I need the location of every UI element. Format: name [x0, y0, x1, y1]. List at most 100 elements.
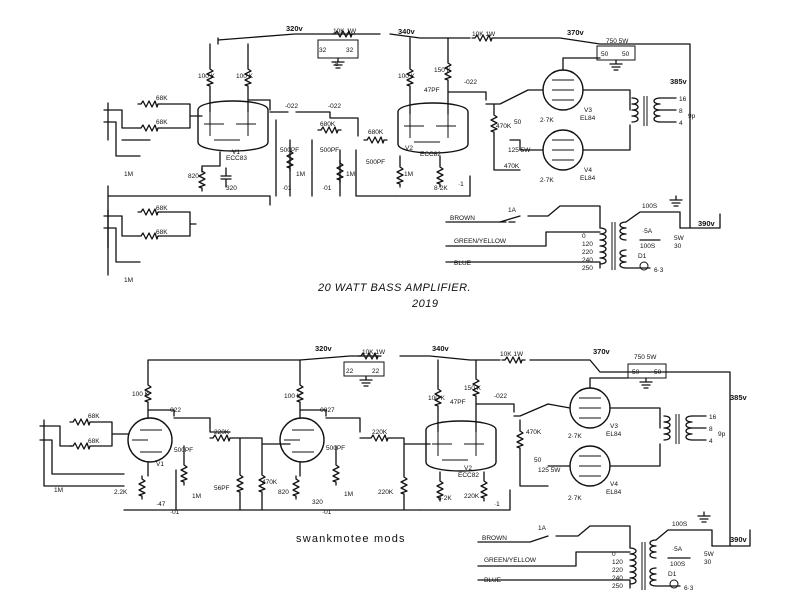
mods-caption: swankmotee mods	[296, 533, 406, 545]
r-100k-c-label: 100 K	[398, 73, 416, 80]
c-022-a-label: -022	[285, 103, 298, 110]
r-30-label: 30	[674, 243, 682, 250]
v1-label: V1	[232, 149, 240, 156]
c-320-label-2: 320	[312, 499, 323, 506]
r-680k-b-label: 680K	[368, 129, 384, 136]
r-470k-b-label: 470K	[504, 163, 520, 170]
r-8-2k-label-2: 8·2K	[438, 495, 452, 502]
v3-label-2: V3	[610, 423, 618, 430]
tap-220-label: 220	[582, 249, 593, 256]
tube-v3: V3 EL84	[542, 69, 596, 122]
d1-label-2: D1	[668, 571, 677, 578]
r-820-label-2: 820	[278, 489, 289, 496]
cap-32b-label: 32	[346, 47, 354, 54]
input-jacks-bottom: 68K 68K 1M	[103, 195, 197, 284]
c-50-label: 50	[514, 119, 522, 126]
c-01-a-label: ·01	[282, 185, 292, 192]
r-68k-c-label: 68K	[156, 205, 168, 212]
v2-label-2: V2	[464, 465, 472, 472]
r-150k-label: 150 K	[434, 67, 452, 74]
heater-63-label-2: 6·3	[684, 585, 694, 592]
r-470k-a-label: 470K	[496, 123, 512, 130]
fuse-1a-label: 1A	[508, 207, 517, 214]
tube-v3-2: V3 EL84	[569, 387, 622, 438]
res-10k1w-b-label: 10K 1W	[472, 31, 496, 38]
r-680k-a-label: 680K	[320, 121, 336, 128]
ot-16-label-2: 16	[709, 414, 717, 421]
r-68k-a-label-2: 68K	[88, 413, 100, 420]
rail-340v-label: 340v	[398, 27, 416, 36]
brown-label-2: BROWN	[482, 535, 507, 542]
resistor-820	[198, 167, 206, 192]
input-jacks-top: 68K 68K 1M	[103, 95, 271, 206]
c-47pf-label: 47PF	[424, 87, 440, 94]
ot-9p-label: 9p	[688, 113, 696, 120]
r-2-7k-a-label-2: 2·7K	[568, 433, 582, 440]
r-68k-a-label: 68K	[156, 95, 168, 102]
fuse-5a-label-2: ·5A	[672, 546, 683, 553]
c-01-b-label-2: ·01	[322, 509, 332, 516]
v4-label: V4	[584, 167, 592, 174]
ot-8-label-2: 8	[709, 426, 713, 433]
tap-250-label-2: 250	[612, 583, 623, 590]
blue-label: BLUE	[454, 260, 472, 267]
r-100k-a-label: 100 K	[198, 73, 216, 80]
r-220k-d-label-2: 220K	[464, 493, 480, 500]
power-supply-2: BROWN GREEN/YELLOW BLUE 1A 0 120 220 240…	[477, 399, 751, 592]
ot-9p-label-2: 9p	[718, 431, 726, 438]
fuse-1a-label-2: 1A	[538, 525, 547, 532]
tap-220-label-2: 220	[612, 567, 623, 574]
d-100s-b-label: 100S	[640, 243, 656, 250]
r-820-label: 820	[188, 173, 199, 180]
res-750-5w-label: 750 5W	[606, 38, 629, 45]
r-8-2k-label: 8·2K	[434, 185, 448, 192]
d-100s-b-label-2: 100S	[670, 561, 686, 568]
res-750-5w-label-2: 750 5W	[634, 354, 657, 361]
rail-385v-label-2: 385v	[730, 393, 748, 402]
r-220k-a-label-2: 220K	[214, 429, 230, 436]
r-470k-a-label-2: 470K	[262, 479, 278, 486]
tube-v1: V1 ECC83	[197, 100, 269, 162]
ot-16-label: 16	[679, 96, 687, 103]
v4-type-label-2: EL84	[606, 489, 622, 496]
rail-390v-label: 390v	[698, 219, 716, 228]
ot-8-label: 8	[679, 108, 683, 115]
r-1m-c-label-2: 1M	[344, 491, 353, 498]
r-2-7k-a-label: 2·7K	[540, 117, 554, 124]
ground-symbol	[639, 377, 653, 389]
cap-50a-label-2: 50	[632, 369, 640, 376]
c-56pf-label-2: 56PF	[214, 485, 230, 492]
output-transformer: 16 8 4 9p	[631, 96, 696, 127]
power-supply-1: BROWN GREEN/YELLOW BLUE 1A 0 120 220 240…	[445, 81, 721, 274]
schematic-title: 20 WATT BASS AMPLIFIER.	[317, 282, 471, 294]
tube-v2: V2 ECC82	[397, 102, 469, 158]
ot-4-label-2: 4	[709, 438, 713, 445]
r-100k-a-label-2: 100 K	[132, 391, 150, 398]
pilot-lamp-icon	[639, 261, 649, 271]
schematic-1: 320v 340v 370v 385v 10K 1W 10K 1W 750 5W…	[103, 24, 721, 310]
rail-370v-label: 370v	[567, 28, 585, 37]
c-1-label-2: ·1	[494, 501, 500, 508]
ground-symbol	[669, 195, 683, 207]
c-01-b-label: ·01	[322, 185, 332, 192]
res-10k1w-a-label-2: 10K 1W	[362, 349, 386, 356]
ground-symbol	[697, 511, 711, 523]
r-125-5w-label-2: 125 5W	[538, 467, 561, 474]
c-1-label: ·1	[458, 181, 464, 188]
v3-type-label-2: EL84	[606, 431, 622, 438]
rail-320v-label-2: 320v	[315, 344, 333, 353]
r-1m-label-2: 1M	[54, 487, 63, 494]
schematic-2: 320v 340v 370v 385v 10K 1W 10K 1W 750 5W…	[39, 344, 751, 592]
rail-385v-label: 385v	[670, 77, 688, 86]
cap-50b-label-2: 50	[654, 369, 662, 376]
tube-v2-2: V2 ECC82	[425, 420, 497, 479]
rail-370v-label-2: 370v	[593, 347, 611, 356]
c-01-a-label-2: ·01	[170, 509, 180, 516]
v2-type-label-2: ECC82	[458, 472, 479, 479]
ground-symbol	[609, 59, 623, 71]
r-1m-c-label: 1M	[346, 171, 355, 178]
r-2-7k-b-label: 2·7K	[540, 177, 554, 184]
tap-0-label-2: 0	[612, 551, 616, 558]
